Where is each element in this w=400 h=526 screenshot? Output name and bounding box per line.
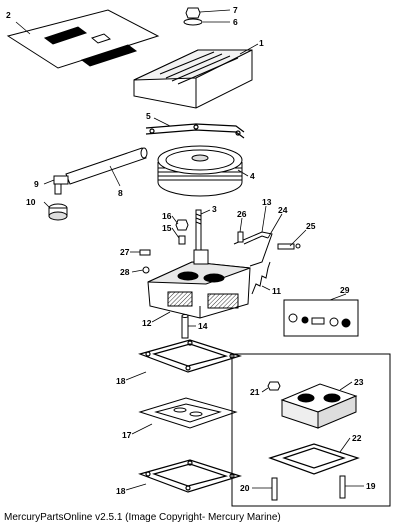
callout-16: 16 — [162, 211, 172, 221]
small-fastener-part — [175, 219, 189, 245]
callout-3: 3 — [212, 204, 217, 214]
throttle-bracket-part — [233, 231, 301, 267]
callout-11: 11 — [272, 286, 281, 296]
callout-7: 7 — [233, 5, 238, 15]
callout-1: 1 — [259, 38, 264, 48]
callout-22: 22 — [352, 433, 362, 443]
callout-19: 19 — [366, 481, 376, 491]
carburetor-gasket-lower-part — [138, 459, 243, 493]
decal-sheet-part — [6, 9, 160, 69]
spacer-stud-part — [271, 475, 346, 501]
spacer-nut-part — [267, 381, 281, 391]
flame-arrestor-part — [157, 145, 243, 197]
callout-2: 2 — [6, 10, 11, 20]
callout-12: 12 — [142, 318, 152, 328]
callout-4: 4 — [250, 171, 255, 181]
callout-18-lower: 18 — [116, 486, 126, 496]
callout-9: 9 — [34, 179, 39, 189]
callout-27: 27 — [120, 247, 130, 257]
carburetor-stud-part — [181, 314, 189, 339]
callout-25: 25 — [306, 221, 316, 231]
bracket-part — [145, 123, 245, 139]
carburetor-gasket-upper-part — [138, 339, 243, 373]
callout-13: 13 — [262, 197, 272, 207]
callout-5: 5 — [146, 111, 151, 121]
callout-28: 28 — [120, 267, 130, 277]
callout-8: 8 — [118, 188, 123, 198]
callout-14: 14 — [198, 321, 208, 331]
callout-17: 17 — [122, 430, 132, 440]
spring-part — [251, 261, 271, 295]
spacer-part — [280, 383, 358, 429]
callout-15: 15 — [162, 223, 172, 233]
callout-29: 29 — [340, 285, 350, 295]
carburetor-part — [147, 249, 251, 319]
spacer-plate-part — [138, 397, 238, 429]
callout-18-upper: 18 — [116, 376, 126, 386]
spacer-kit-box — [231, 353, 391, 507]
vent-hose-part — [48, 147, 148, 221]
callout-26: 26 — [237, 209, 247, 219]
choke-fastener-part — [139, 249, 151, 274]
copyright-footer: MercuryPartsOnline v2.5.1 (Image Copyrig… — [4, 512, 281, 523]
callout-24: 24 — [278, 205, 288, 215]
leader-lines — [15, 9, 364, 491]
callout-23: 23 — [354, 377, 364, 387]
callout-20: 20 — [240, 483, 250, 493]
callout-labels: 2 1 7 6 5 4 8 9 10 3 16 15 26 13 24 25 2… — [6, 5, 376, 496]
cover-nut-and-washer-part — [183, 7, 203, 26]
flame-arrestor-cover-part — [133, 49, 253, 109]
callout-6: 6 — [233, 17, 238, 27]
fuel-fitting-kit-part — [283, 299, 359, 337]
spacer-gasket-part — [268, 443, 360, 475]
callout-21: 21 — [250, 387, 260, 397]
callout-10: 10 — [26, 197, 36, 207]
